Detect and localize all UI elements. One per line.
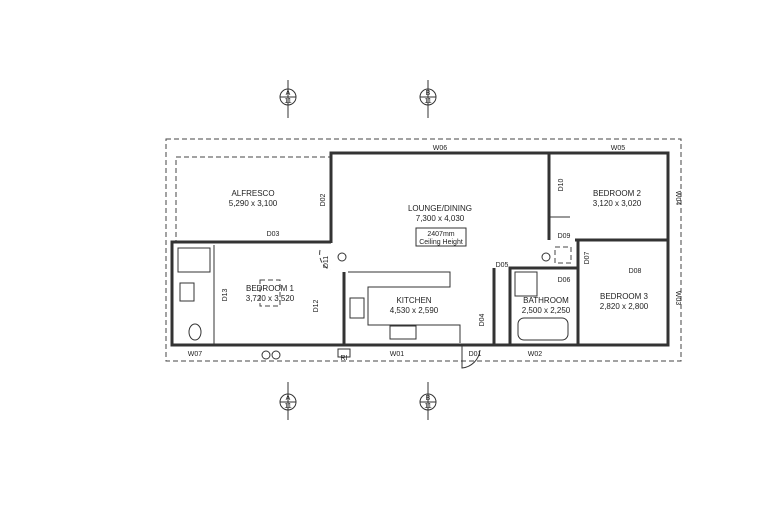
svg-text:A: A xyxy=(286,395,291,402)
room-size: 5,290 x 3,100 xyxy=(229,199,278,208)
door-label: D07 xyxy=(584,251,591,264)
door-label: D01 xyxy=(469,351,482,358)
section-marker: A 11 xyxy=(279,382,297,420)
ceiling-note-height: 2407mm xyxy=(427,231,454,238)
room-size: 7,300 x 4,030 xyxy=(416,214,465,223)
toilet-icon xyxy=(188,323,202,341)
room-name: BEDROOM 2 xyxy=(593,189,642,198)
door-label: D04 xyxy=(479,313,486,326)
door-swing-d11 xyxy=(319,249,331,271)
window-label: W04 xyxy=(674,191,681,206)
svg-text:B: B xyxy=(426,90,431,97)
window-label: W06 xyxy=(433,145,448,152)
window-label: W03 xyxy=(674,291,681,306)
smoke-detector-icon xyxy=(337,252,347,262)
walls xyxy=(170,151,670,347)
ri-box xyxy=(337,348,351,358)
door-label: D11 xyxy=(323,256,330,268)
ceiling-note-label: Ceiling Height xyxy=(419,239,463,246)
svg-text:11: 11 xyxy=(284,403,291,410)
door-label: D02 xyxy=(320,193,327,206)
shower-icon xyxy=(514,271,538,297)
room-size: 3,720 x 3,520 xyxy=(246,294,295,303)
cooktop-icon xyxy=(349,297,365,319)
svg-text:11: 11 xyxy=(284,98,291,105)
door-label: D10 xyxy=(558,178,565,191)
ceiling-fixture-icon xyxy=(259,279,281,307)
door-label: D08 xyxy=(629,268,642,275)
door-label: D13 xyxy=(222,288,229,301)
door-label: D06 xyxy=(558,277,571,284)
kitchen-bench xyxy=(348,271,461,343)
door-label: D09 xyxy=(558,233,571,240)
fixture-label: RI xyxy=(341,355,348,362)
tap-icon xyxy=(261,350,271,360)
svg-text:A: A xyxy=(286,90,291,97)
door-label: D03 xyxy=(267,231,280,238)
room-labels: ALFRESCO 5,290 x 3,100 LOUNGE/DINING 7,3… xyxy=(229,189,649,315)
window-label: W02 xyxy=(528,351,543,358)
room-name: BEDROOM 3 xyxy=(600,292,649,301)
entry-door-swing xyxy=(461,345,481,369)
basin-icon xyxy=(179,282,195,302)
svg-text:11: 11 xyxy=(424,98,431,105)
room-name: BATHROOM xyxy=(523,296,569,305)
room-name: ALFRESCO xyxy=(231,189,274,198)
room-name: KITCHEN xyxy=(396,296,431,305)
ensuite-shower-icon xyxy=(177,247,211,273)
section-marker: B 11 xyxy=(419,80,437,118)
section-marker: A 11 xyxy=(279,80,297,118)
ceiling-note-box xyxy=(415,227,467,247)
svg-text:11: 11 xyxy=(424,403,431,410)
manhole-icon xyxy=(554,246,572,264)
window-labels: W06 W05 W04 W03 W07 W01 W02 xyxy=(188,145,681,358)
room-size: 2,500 x 2,250 xyxy=(522,306,571,315)
tap-icon xyxy=(271,350,281,360)
room-size: 4,530 x 2,590 xyxy=(390,306,439,315)
room-size: 2,820 x 2,800 xyxy=(600,302,649,311)
site-boundary xyxy=(165,138,682,362)
door-label: D05 xyxy=(496,262,509,269)
door-labels: D01 D02 D03 D04 D05 D06 D07 D08 D09 D10 … xyxy=(222,178,642,362)
window-label: W07 xyxy=(188,351,203,358)
sink-icon xyxy=(389,325,417,340)
section-marker: B 11 xyxy=(419,382,437,420)
room-name: LOUNGE/DINING xyxy=(408,204,472,213)
window-label: W01 xyxy=(390,351,405,358)
window-label: W05 xyxy=(611,145,626,152)
room-size: 3,120 x 3,020 xyxy=(593,199,642,208)
bathtub-icon xyxy=(517,317,569,341)
smoke-detector-icon xyxy=(541,252,551,262)
svg-text:B: B xyxy=(426,395,431,402)
door-label: D12 xyxy=(313,299,320,312)
room-name: BEDROOM 1 xyxy=(246,284,295,293)
